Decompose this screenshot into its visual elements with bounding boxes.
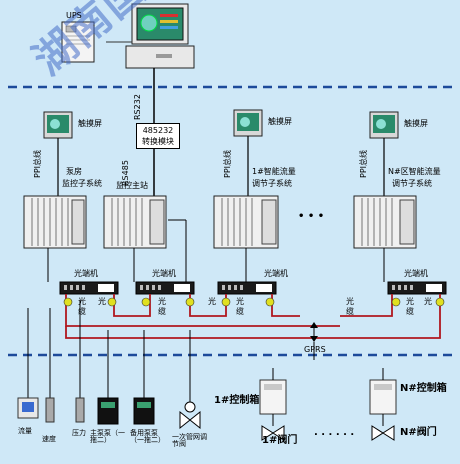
device-pressure-label: 压力 [72,429,86,437]
monitor-main-label: 监控主站 [116,181,148,190]
fiber-label-4: 光 [208,297,216,306]
fiber-label-7: 光 [406,297,414,306]
valve-n-label: N#阀门 [400,427,437,438]
plc-rack-main [103,195,167,249]
device-pump-main-label: 主泵泵（一拖二） [90,429,125,444]
ppi-bus-right: PPI总线 [359,149,368,178]
optical-machine-label-2: 光端机 [152,269,176,278]
device-speed [45,397,55,423]
optical-machine-label-1: 光端机 [74,269,98,278]
control-box-n-label: N#控制箱 [400,383,447,394]
control-box-1 [259,368,287,441]
dots-between-valves: . . . . . . [314,427,355,438]
ellipsis-stations: • • • [298,211,325,222]
screen-left [43,111,73,196]
device-pump-main [97,397,119,425]
optical-machine-4 [387,281,447,295]
fiber-label-5b: 缆 [236,307,244,316]
screen-mid [233,109,263,196]
ppi-bus-mid: PPI总线 [223,149,232,178]
device-pressure [75,397,85,423]
station-left-line2: 监控子系统 [62,179,102,188]
fiber-ports [63,297,445,307]
optical-machine-label-3: 光端机 [264,269,288,278]
screen-right-label: 触摸屏 [404,119,428,128]
screen-right [369,111,399,196]
fiber-label-8: 光 [424,297,432,306]
fiber-label-2: 光 [98,297,106,306]
optical-machine-label-4: 光端机 [404,269,428,278]
station-right-line1: N#区智能流量 [388,167,441,176]
ups-label: UPS [66,11,82,20]
device-flow-label: 流量 [18,427,32,435]
fiber-label-1b: 缆 [78,307,86,316]
plc-rack-right [353,195,417,249]
fiber-label-1: 光 [78,297,86,306]
screen-mid-label: 触摸屏 [268,117,292,126]
station-mid-line1: 1#智能流量 [252,167,296,176]
plc-rack-mid [213,195,279,249]
ups-unit [61,21,95,63]
fiber-label-6: 光 [346,297,354,306]
device-pump-backup [133,397,155,425]
station-left-line1: 泵房 [66,167,82,176]
rs232-label: RS232 [133,94,142,120]
gprs-label: GPRS [304,345,326,354]
optical-machine-1 [59,281,119,295]
ppi-bus-left: PPI总线 [33,149,42,178]
optical-machine-2 [135,281,195,295]
fiber-label-7b: 缆 [406,307,414,316]
control-box-1-label: 1#控制箱 [214,395,260,406]
fiber-label-3: 光 [158,297,166,306]
station-mid-line2: 调节子系统 [252,179,292,188]
screen-left-label: 触摸屏 [78,119,102,128]
optical-machine-3 [217,281,277,295]
plc-rack-left [23,195,87,249]
station-right-line2: 调节子系统 [392,179,432,188]
device-valve-primary [179,401,201,430]
converter-module: 485232 转换模块 [136,123,180,149]
fiber-label-5: 光 [236,297,244,306]
device-speed-label: 速度 [42,435,56,443]
device-valve-primary-label: 一次管网调节阀 [172,433,207,448]
fiber-ring [65,294,441,339]
device-flow [17,397,39,419]
device-pump-backup-label: 备用泵泵（一拖二） [130,429,165,444]
fiber-label-6b: 缆 [346,307,354,316]
valve-1-label: 1#阀门 [262,435,298,446]
main-computer [106,3,195,69]
fiber-label-3b: 缆 [158,307,166,316]
control-box-n [369,368,397,441]
